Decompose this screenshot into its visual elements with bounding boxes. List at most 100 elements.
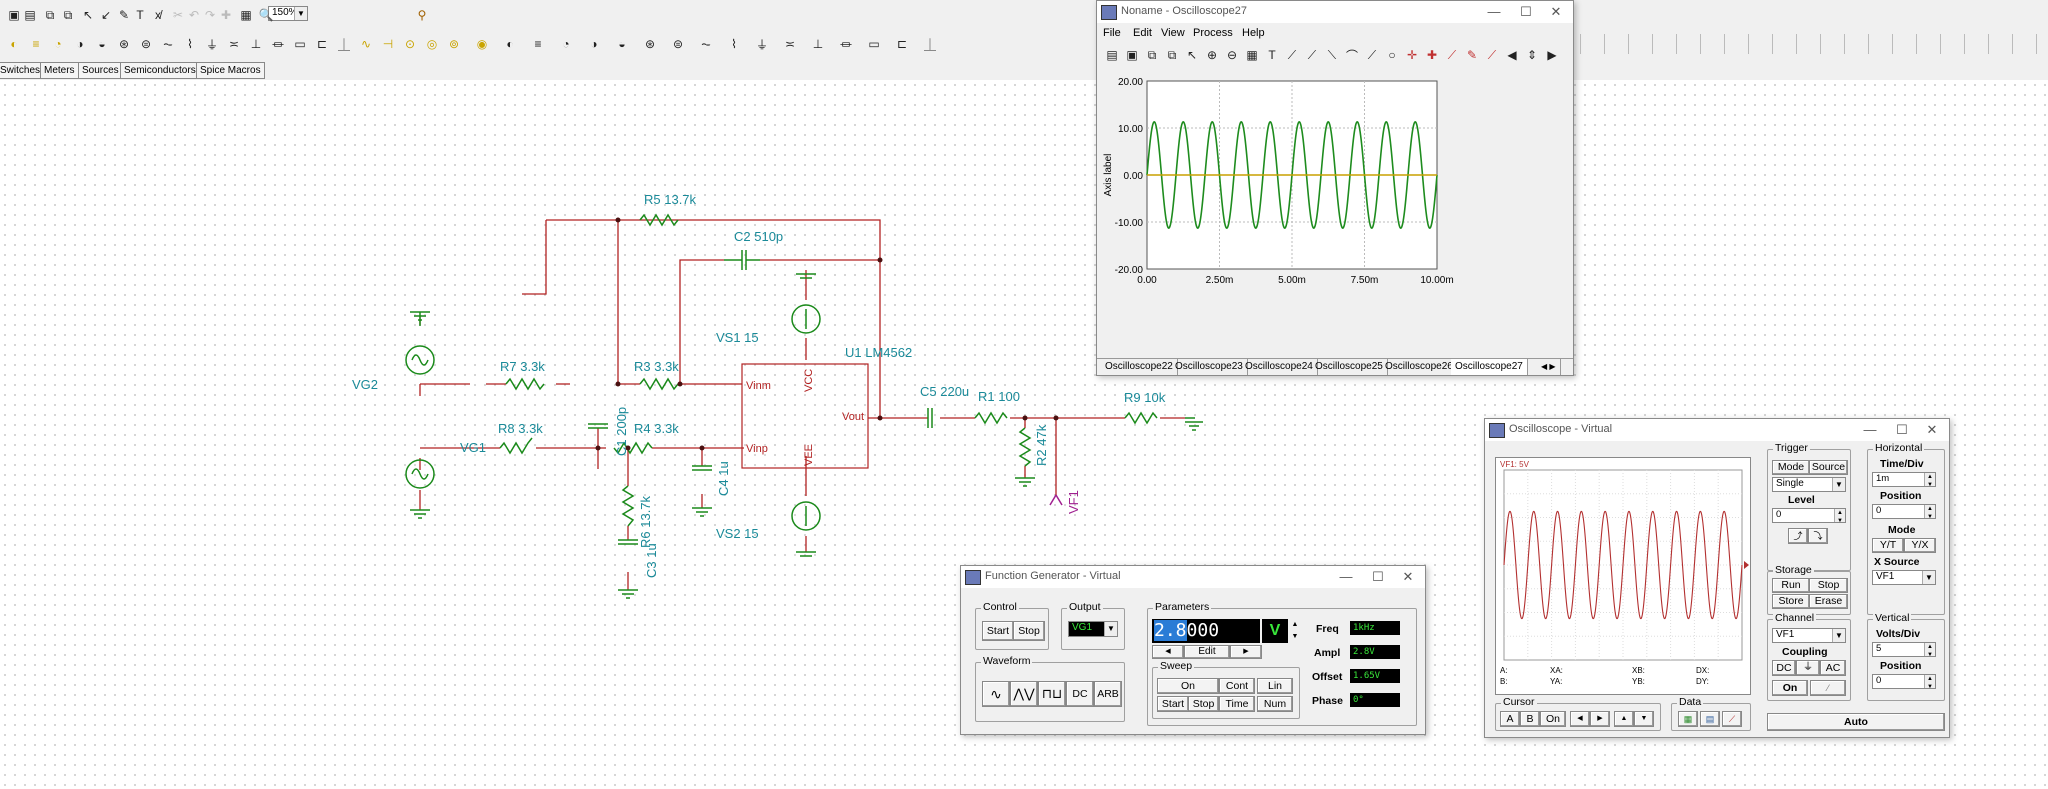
open-icon[interactable]: ▤ bbox=[1106, 48, 1118, 62]
text-icon[interactable]: T bbox=[136, 8, 144, 22]
cursor-up-button[interactable]: ▲ bbox=[1614, 711, 1634, 727]
paste-icon[interactable]: ⧉ bbox=[1167, 47, 1177, 62]
component-tab-meters[interactable]: Meters bbox=[40, 62, 79, 79]
ground-icon[interactable]: ⏚ bbox=[755, 37, 768, 52]
level-spinner[interactable]: 0▲▼ bbox=[1772, 508, 1846, 524]
pen-icon[interactable]: ✎ bbox=[1466, 48, 1478, 62]
ac-source-icon[interactable]: ◒ bbox=[98, 37, 106, 51]
select-icon[interactable]: ↖ bbox=[82, 8, 94, 22]
cursor-on-button[interactable]: On bbox=[1540, 711, 1566, 727]
capacitor-icon[interactable]: ≍ bbox=[784, 37, 796, 51]
jumper-icon[interactable]: ⏊ bbox=[923, 37, 936, 52]
wattmeter-icon[interactable]: ⊚ bbox=[448, 37, 460, 51]
maximize-icon[interactable]: ☐ bbox=[1896, 422, 1908, 437]
component-tab-spice-macros[interactable]: Spice Macros bbox=[196, 62, 265, 79]
sweep-cont-button[interactable]: Cont bbox=[1219, 678, 1255, 694]
maximize-icon[interactable]: ☐ bbox=[1372, 569, 1384, 584]
start-button[interactable]: Start bbox=[982, 621, 1014, 641]
menu-file[interactable]: File bbox=[1103, 27, 1121, 39]
switch-icon[interactable]: ⊥ bbox=[250, 37, 262, 51]
component-tab-sources[interactable]: Sources bbox=[78, 62, 123, 79]
hposition-spinner[interactable]: 0▲▼ bbox=[1872, 504, 1936, 520]
param-left-button[interactable]: ◀ bbox=[1152, 645, 1184, 659]
updown-icon[interactable]: ⇕ bbox=[1526, 48, 1538, 62]
close-icon[interactable]: ✕ bbox=[1926, 422, 1938, 437]
cursor-down-button[interactable]: ▼ bbox=[1634, 711, 1654, 727]
voltage-source-icon[interactable]: ◔ bbox=[562, 37, 570, 51]
battery-icon[interactable]: ◐ bbox=[506, 37, 514, 51]
sweep-on-button[interactable]: On bbox=[1157, 678, 1219, 694]
menu-process[interactable]: Process bbox=[1193, 27, 1233, 39]
diode-icon[interactable]: ⏛ bbox=[839, 37, 852, 52]
current-source-icon[interactable]: ◑ bbox=[76, 37, 84, 51]
sweep-lin-button[interactable]: Lin bbox=[1257, 678, 1293, 694]
output-select[interactable]: VG1▼ bbox=[1068, 621, 1118, 637]
pointer-icon[interactable]: ↙ bbox=[100, 8, 112, 22]
resistor-icon[interactable]: ⏦ bbox=[163, 36, 173, 51]
offset-value[interactable]: 1.65V bbox=[1350, 669, 1400, 683]
resistor-icon[interactable]: ⏦ bbox=[701, 36, 711, 51]
maximize-icon[interactable]: ☐ bbox=[1520, 4, 1532, 19]
ammeter-icon[interactable]: ◎ bbox=[426, 37, 438, 51]
menu-help[interactable]: Help bbox=[1242, 27, 1265, 39]
cursor-a-button[interactable]: A bbox=[1500, 711, 1520, 727]
meter-icon[interactable]: ◉ bbox=[476, 37, 488, 51]
sweep-time-button[interactable]: Time bbox=[1219, 696, 1255, 712]
left-arrow-icon[interactable]: ◀ bbox=[1507, 48, 1517, 62]
save-icon[interactable]: ▣ bbox=[8, 8, 20, 22]
voltage-source-icon[interactable]: ◔ bbox=[54, 37, 62, 51]
dc-button[interactable]: DC bbox=[1066, 681, 1094, 707]
oscilloscope27-window[interactable]: Noname - Oscilloscope27 — ☐ ✕ File Edit … bbox=[1096, 0, 1574, 376]
oscilloscope-tab-24[interactable]: Oscilloscope24 bbox=[1241, 359, 1318, 375]
square-wave-button[interactable]: ⊓⊔ bbox=[1038, 681, 1066, 707]
triangle-wave-button[interactable]: ⋀⋁ bbox=[1010, 681, 1038, 707]
timediv-spinner[interactable]: 1m▲▼ bbox=[1872, 472, 1936, 488]
ground-icon[interactable]: ⏚ bbox=[205, 37, 218, 52]
voltsdiv-spinner[interactable]: 5▲▼ bbox=[1872, 642, 1936, 658]
minimize-icon[interactable]: — bbox=[1863, 422, 1877, 437]
edit-button[interactable]: Edit bbox=[1184, 645, 1230, 659]
diode-icon[interactable]: ⏛ bbox=[271, 37, 284, 52]
title-bar[interactable]: Oscilloscope - Virtual — ☐ ✕ bbox=[1485, 419, 1949, 441]
trigger-source-button[interactable]: Source bbox=[1809, 460, 1848, 475]
freq-value[interactable]: 1kHz bbox=[1350, 621, 1400, 635]
transformer-icon[interactable]: ⊏ bbox=[316, 37, 328, 51]
copy-icon[interactable]: ⧉ bbox=[1147, 47, 1157, 62]
channel-select[interactable]: VF1▼ bbox=[1772, 628, 1846, 643]
minimize-icon[interactable]: — bbox=[1487, 4, 1501, 19]
grid-icon[interactable]: ▦ bbox=[240, 8, 252, 22]
coupling-ac-button[interactable]: AC bbox=[1820, 660, 1846, 676]
zoom-in-icon[interactable]: ⊕ bbox=[1206, 48, 1218, 62]
voltmeter-icon[interactable]: ⊙ bbox=[404, 37, 416, 51]
zoom-select[interactable]: 150%▼ bbox=[268, 6, 308, 21]
battery-icon[interactable]: ◐ bbox=[10, 37, 18, 51]
bus-icon[interactable]: ≡ bbox=[32, 37, 40, 51]
phase-value[interactable]: 0° bbox=[1350, 693, 1400, 707]
bus-icon[interactable]: ≡ bbox=[534, 37, 542, 51]
data-chart-icon[interactable]: ⟋ bbox=[1722, 711, 1742, 727]
component-tab-semiconductors[interactable]: Semiconductors bbox=[120, 62, 200, 79]
oscilloscope-tab-26[interactable]: Oscilloscope26 bbox=[1381, 359, 1458, 375]
block-icon[interactable]: ▭ bbox=[868, 37, 880, 51]
yx-button[interactable]: Y/X bbox=[1904, 538, 1936, 553]
current-source-icon[interactable]: ◑ bbox=[590, 37, 598, 51]
oscilloscope-tab-23[interactable]: Oscilloscope23 bbox=[1171, 359, 1248, 375]
sensor-icon[interactable]: ⊜ bbox=[140, 37, 152, 51]
cut-icon[interactable]: ✂ bbox=[172, 8, 184, 22]
store-button[interactable]: Store bbox=[1772, 594, 1810, 609]
block-icon[interactable]: ▭ bbox=[294, 37, 306, 51]
line-icon[interactable]: ⟍ bbox=[1327, 47, 1337, 62]
channel-color-button[interactable]: ⁄ bbox=[1810, 680, 1846, 696]
sweep-num-button[interactable]: Num bbox=[1257, 696, 1293, 712]
circle-icon[interactable]: ○ bbox=[1388, 48, 1396, 62]
trace-icon[interactable]: ⟋ bbox=[1447, 47, 1457, 62]
yt-button[interactable]: Y/T bbox=[1872, 538, 1904, 553]
cursor-left-button[interactable]: ◀ bbox=[1570, 711, 1590, 727]
sweep-start-button[interactable]: Start bbox=[1157, 696, 1189, 712]
cross-icon[interactable]: ✚ bbox=[1426, 48, 1438, 62]
close-icon[interactable]: ✕ bbox=[1550, 4, 1562, 19]
pen-icon[interactable]: ✎ bbox=[118, 8, 130, 22]
minimize-icon[interactable]: — bbox=[1339, 569, 1353, 584]
oscilloscope-tab-27[interactable]: Oscilloscope27 bbox=[1451, 359, 1528, 375]
redo-icon[interactable]: ↷ bbox=[204, 8, 216, 22]
